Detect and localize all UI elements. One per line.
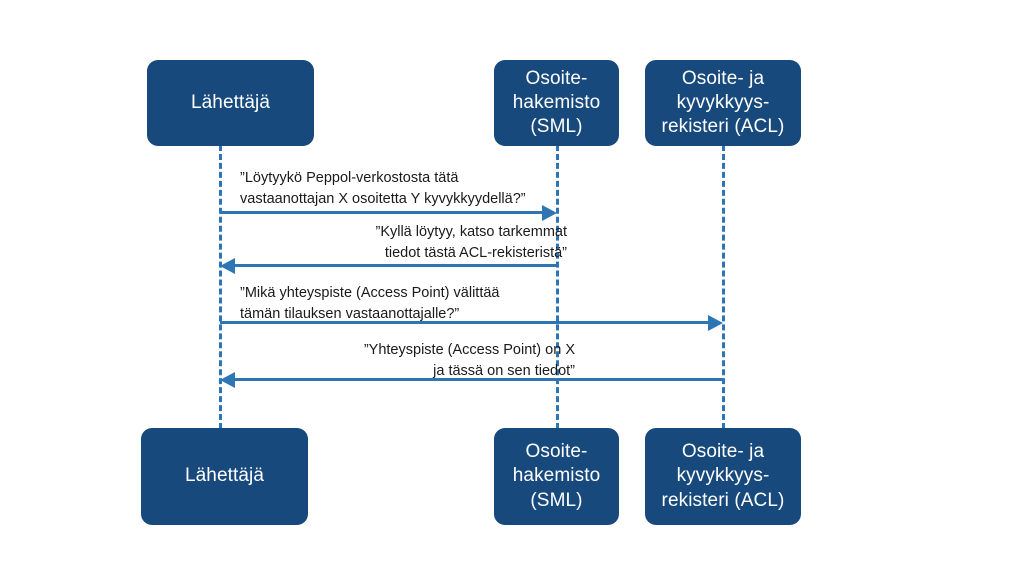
actor-label-sml-bottom: Osoite- hakemisto (SML): [512, 441, 601, 511]
lifeline-sml: [556, 145, 559, 429]
actor-label-sender-bottom: Lähettäjä: [184, 465, 265, 487]
message-arrowhead-3: [708, 315, 723, 331]
actor-box-sender-bottom[interactable]: Lähettäjä: [141, 428, 308, 525]
actor-box-sml-top[interactable]: Osoite- hakemisto (SML): [494, 60, 619, 146]
message-arrowhead-4: [220, 372, 235, 388]
message-label-4: ”Yhteyspiste (Access Point) on X ja täss…: [363, 342, 575, 380]
message-line-2: [235, 264, 557, 267]
actor-label-acl-bottom: Osoite- ja kyvykkyys- rekisteri (ACL): [661, 441, 785, 511]
message-label-2: ”Kyllä löytyy, katso tarkemmat tiedot tä…: [375, 224, 567, 262]
actor-box-sml-bottom[interactable]: Osoite- hakemisto (SML): [494, 428, 619, 525]
message-line-1: [220, 211, 542, 214]
actor-label-sml-top: Osoite- hakemisto (SML): [512, 67, 601, 138]
message-arrowhead-2: [220, 258, 235, 274]
message-label-3: ”Mikä yhteyspiste (Access Point) välittä…: [240, 285, 500, 323]
message-arrowhead-1: [542, 205, 557, 221]
message-line-3: [220, 321, 708, 324]
actor-box-sender-top[interactable]: Lähettäjä: [147, 60, 314, 146]
message-label-1: ”Löytyykö Peppol-verkostosta tätä vastaa…: [240, 170, 526, 208]
actor-box-acl-top[interactable]: Osoite- ja kyvykkyys- rekisteri (ACL): [645, 60, 801, 146]
lifeline-acl: [722, 145, 725, 429]
message-line-4: [235, 378, 723, 381]
actor-label-sender-top: Lähettäjä: [190, 91, 271, 113]
actor-box-acl-bottom[interactable]: Osoite- ja kyvykkyys- rekisteri (ACL): [645, 428, 801, 525]
lifeline-sender: [219, 145, 222, 429]
actor-label-acl-top: Osoite- ja kyvykkyys- rekisteri (ACL): [661, 67, 785, 138]
